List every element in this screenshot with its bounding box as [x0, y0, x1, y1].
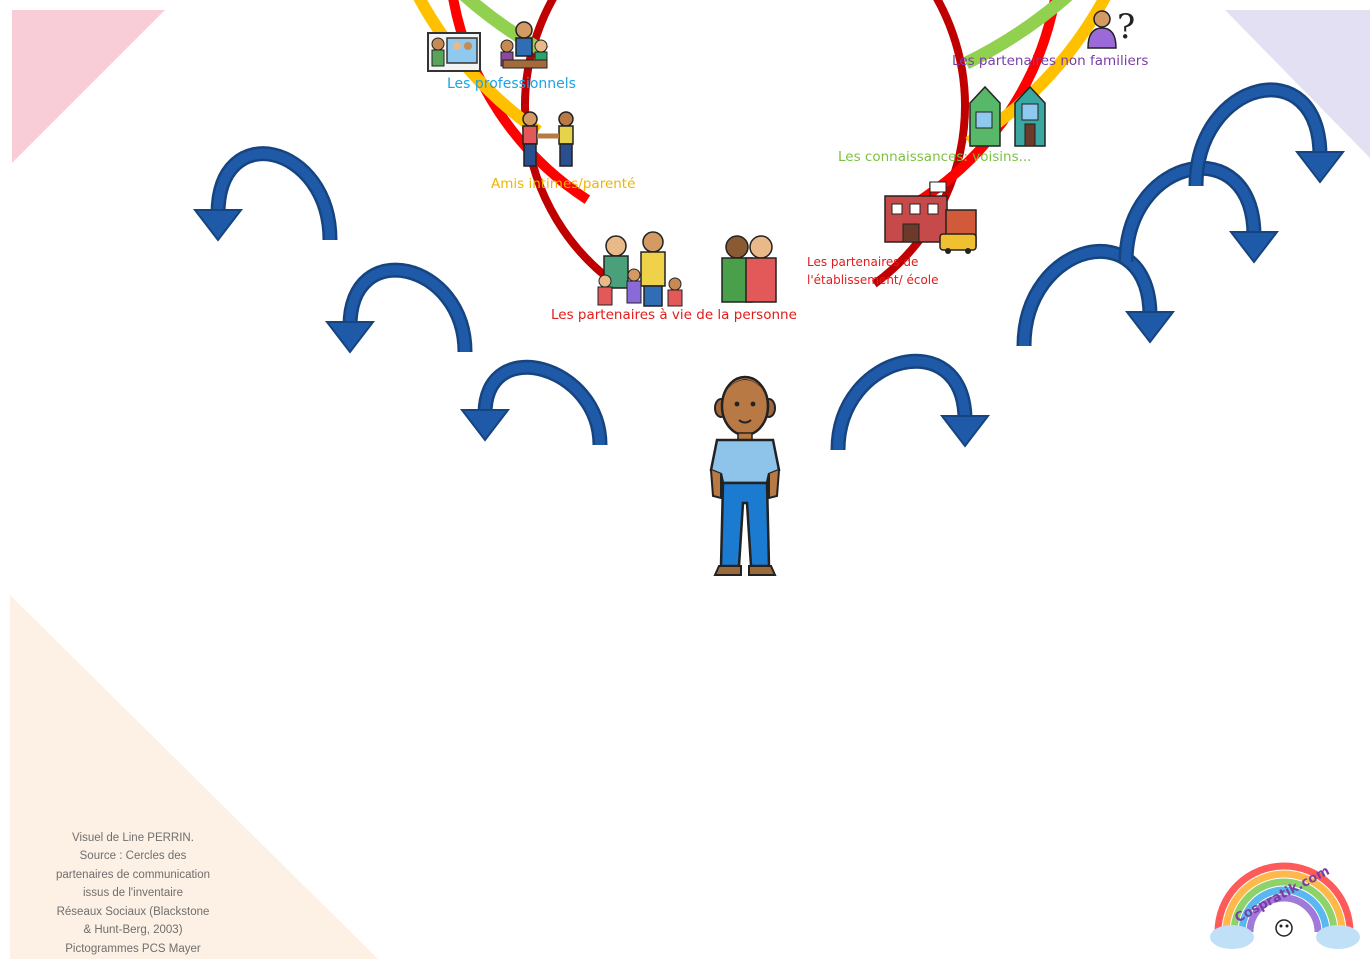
outward-arrow-icon: [192, 146, 338, 242]
label-amis-intimes: Amis intimes/parenté: [491, 176, 635, 192]
question-mark: ?: [1117, 7, 1135, 47]
outward-arrow-icon: [830, 353, 991, 451]
corner-triangle-pink: [12, 10, 165, 163]
family-pictogram-icon: [597, 231, 683, 307]
credit-line: Réseaux Sociaux (Blackstone: [57, 906, 210, 918]
credit-line: Visuel de Line PERRIN.: [72, 832, 194, 844]
credit-line: Source : Cercles des: [80, 850, 187, 862]
credit-line: partenaires de communication: [56, 869, 210, 881]
person-icon: [709, 375, 781, 576]
friends-pictogram-icon: [522, 111, 574, 167]
couple-pictogram-icon: [721, 235, 777, 303]
corner-triangle-lavender: [1225, 10, 1370, 158]
label-non-familiers: Les partenaires non familiers: [952, 53, 1148, 69]
neighbors-pictogram-icon: [969, 85, 1046, 147]
credit-text-block: Visuel de Line PERRIN. Source : Cercles …: [56, 832, 210, 955]
rings-group: [413, 0, 1111, 288]
school-pictogram-icon: [884, 181, 977, 254]
label-partenaires-vie: Les partenaires à vie de la personne: [551, 307, 797, 323]
stranger-pictogram-icon: ?: [1087, 7, 1135, 49]
credit-line: Pictogrammes PCS Mayer: [65, 943, 201, 955]
outward-arrow-icon: [1188, 82, 1346, 187]
label-connaissances: Les connaissances: voisins...: [838, 149, 1031, 165]
outward-arrow-icon: [324, 262, 473, 354]
outward-arrow-icon: [1016, 243, 1176, 347]
arrows-group: [192, 82, 1346, 451]
professionals-pictogram-icon: [427, 21, 548, 72]
label-etablissement-line1: Les partenaires de: [807, 255, 918, 269]
outward-arrow-icon: [459, 359, 608, 446]
corner-triangle-peach: [10, 595, 378, 959]
label-professionnels: Les professionnels: [447, 76, 576, 92]
credit-line: issus de l'inventaire: [83, 887, 183, 899]
label-etablissement-line2: l'établissement/ école: [807, 273, 939, 287]
credit-line: & Hunt-Berg, 2003): [83, 924, 182, 936]
rainbow-logo: Cospratik.com: [1210, 862, 1360, 949]
